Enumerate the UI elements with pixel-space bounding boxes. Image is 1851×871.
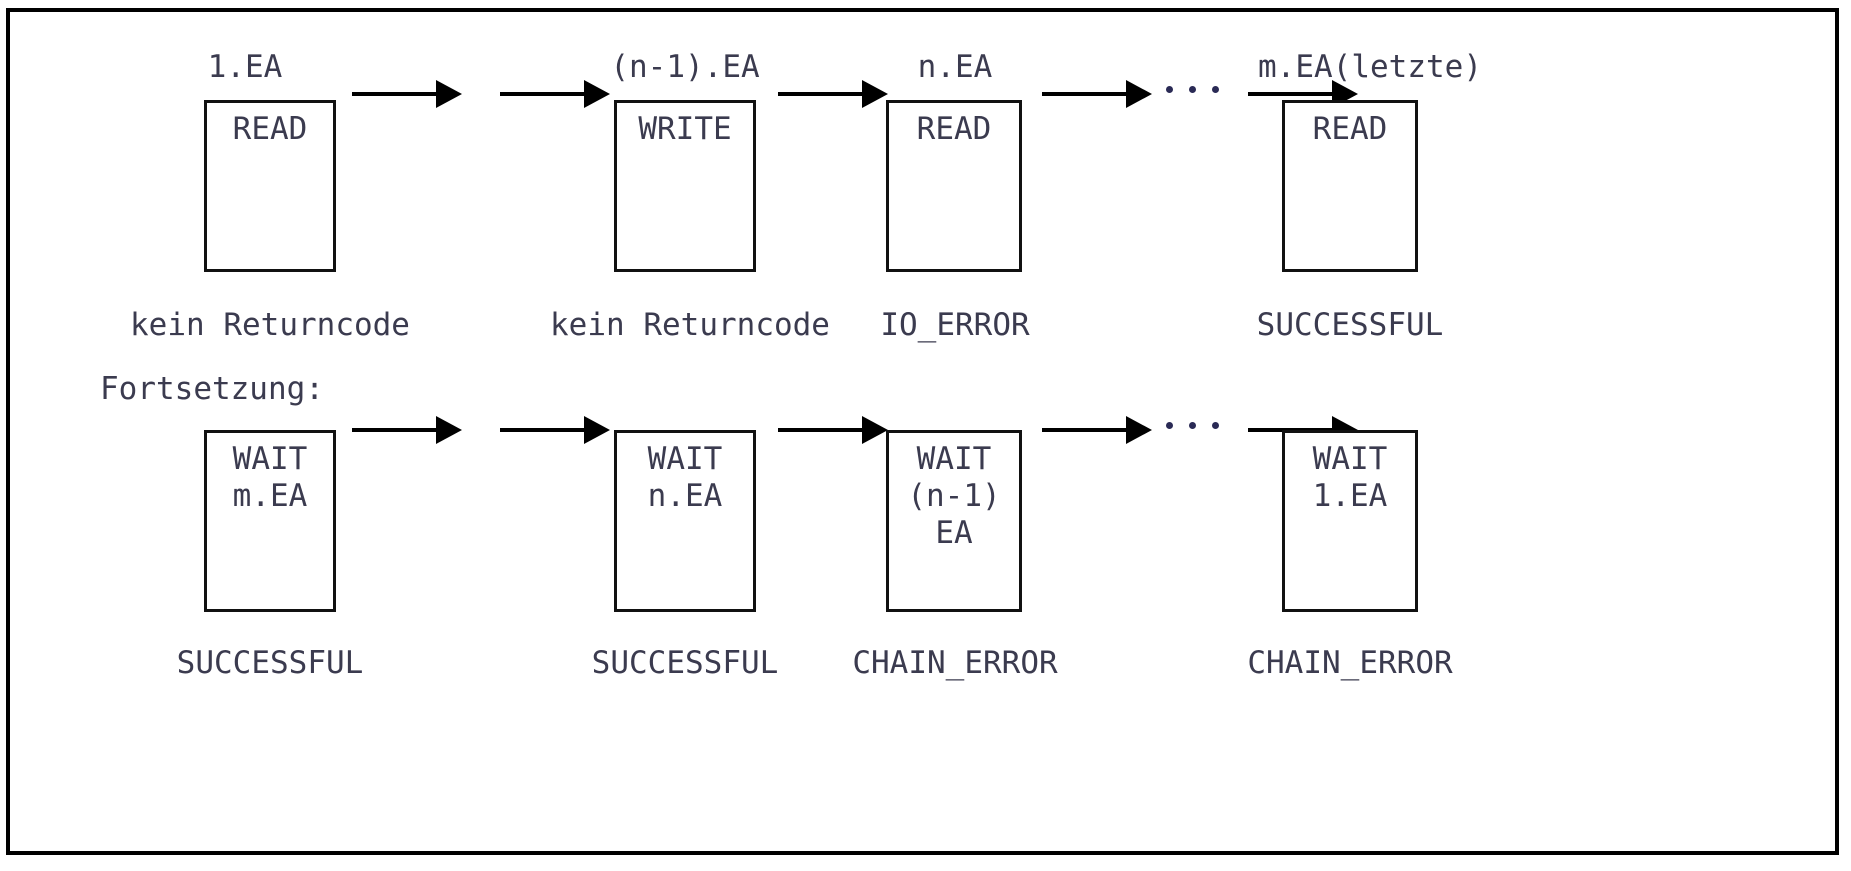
row1-box3-line1: READ [916, 111, 992, 147]
ellipsis-dot [1166, 86, 1173, 93]
row2-box1-caption: SUCCESSFUL [176, 645, 364, 681]
row2-arrow-4 [1042, 416, 1152, 444]
row2-box2: WAIT n.EA [614, 430, 756, 612]
row2-box1: WAIT m.EA [204, 430, 336, 612]
row2-box1-line1: WAIT [232, 441, 308, 477]
row2-box2-line2: n.EA [647, 478, 723, 514]
row1-ellipsis [1166, 86, 1219, 93]
ellipsis-dot [1189, 422, 1196, 429]
row2-box4-line2: 1.EA [1312, 478, 1388, 514]
row1-box1-line1: READ [232, 111, 308, 147]
row1-box4-caption: SUCCESSFUL [1256, 307, 1444, 343]
ellipsis-dot [1189, 86, 1196, 93]
row1-arrow-3 [778, 80, 888, 108]
row1-arrow-1 [352, 80, 462, 108]
ellipsis-dot [1212, 86, 1219, 93]
row2-arrow-1 [352, 416, 462, 444]
row2-box3: WAIT (n-1) EA [886, 430, 1022, 612]
row2-box3-line1: WAIT [916, 441, 992, 477]
row1-box2-top-label: (n-1).EA [610, 49, 760, 85]
row1-box2: WRITE [614, 100, 756, 272]
row1-arrow-4 [1042, 80, 1152, 108]
row2-ellipsis [1166, 422, 1219, 429]
row2-box4-caption: CHAIN_ERROR [1247, 645, 1453, 681]
row1-box3: READ [886, 100, 1022, 272]
row2-box3-line2: (n-1) [907, 478, 1001, 514]
ellipsis-dot [1166, 422, 1173, 429]
row2-box1-line2: m.EA [232, 478, 308, 514]
row1-box1-top-label: 1.EA [207, 49, 283, 85]
row1-box4-top-label: m.EA(letzte) [1258, 49, 1482, 85]
row2-box2-line1: WAIT [647, 441, 723, 477]
row1-box4-line1: READ [1312, 111, 1388, 147]
fortsetzung-label: Fortsetzung: [100, 371, 324, 407]
row1-box2-line1: WRITE [638, 111, 732, 147]
row1-box1-caption: kein Returncode [130, 307, 410, 343]
row1-box2-caption: kein Returncode [550, 307, 830, 343]
row2-arrow-3 [778, 416, 888, 444]
row2-arrow-2 [500, 416, 610, 444]
row2-box4-line1: WAIT [1312, 441, 1388, 477]
row2-box3-line3: EA [935, 515, 973, 551]
row1-box3-top-label: n.EA [917, 49, 993, 85]
row2-box4: WAIT 1.EA [1282, 430, 1418, 612]
row1-box1: READ [204, 100, 336, 272]
row2-box3-caption: CHAIN_ERROR [852, 645, 1058, 681]
row1-box3-caption: IO_ERROR [880, 307, 1030, 343]
row1-arrow-2 [500, 80, 610, 108]
row2-box2-caption: SUCCESSFUL [591, 645, 779, 681]
row1-box4: READ [1282, 100, 1418, 272]
diagram-frame: 1.EA READ kein Returncode (n-1).EA WRITE… [6, 8, 1839, 855]
ellipsis-dot [1212, 422, 1219, 429]
